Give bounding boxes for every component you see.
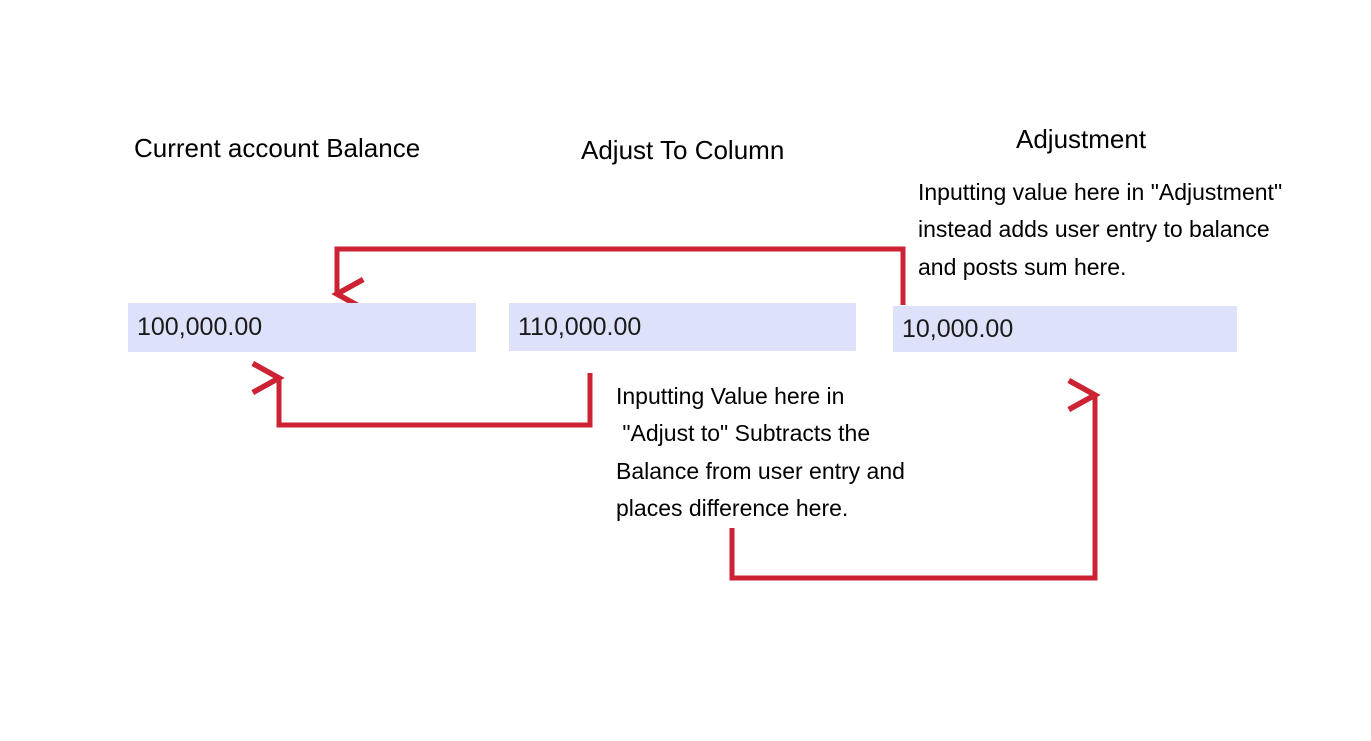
adjust-to-explanation-note: Inputting Value here in "Adjust to" Subt… bbox=[616, 383, 905, 521]
adjustment-value: 10,000.00 bbox=[902, 314, 1014, 343]
adjust-to-value: 110,000.00 bbox=[518, 312, 642, 341]
column-header-adjust-to-column: Adjust To Column bbox=[581, 135, 785, 165]
adjustment-explanation-note: Inputting value here in "Adjustment" ins… bbox=[918, 179, 1283, 280]
current-account-balance-value: 100,000.00 bbox=[137, 313, 263, 341]
adjust-to-field[interactable]: 110,000.00 bbox=[509, 303, 856, 351]
adjustment-to-balance-arrow bbox=[331, 246, 906, 312]
column-header-adjustment: Adjustment bbox=[1016, 124, 1147, 154]
adjust-to-to-balance-arrow bbox=[251, 360, 593, 428]
column-header-current-account-balance: Current account Balance bbox=[134, 133, 421, 163]
current-account-balance-field[interactable]: 100,000.00 bbox=[128, 303, 476, 352]
adjustment-field[interactable]: 10,000.00 bbox=[893, 306, 1237, 352]
